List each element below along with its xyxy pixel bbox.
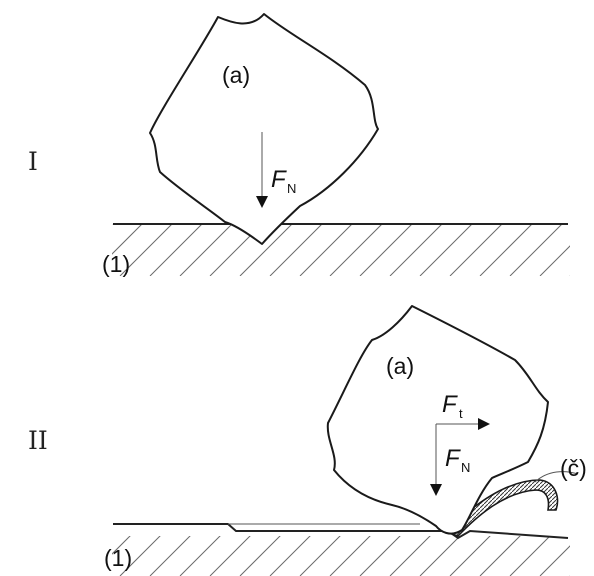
- stage-one-base-label: (1): [102, 251, 130, 277]
- stage-two-hatch-line: [149, 536, 191, 576]
- stage-two-tangential-force-label: F t: [442, 391, 463, 421]
- stage-two-hatch-line: [119, 536, 161, 576]
- stage-two-hatch-line: [509, 536, 551, 576]
- stage-two-hatch-line: [299, 536, 341, 576]
- stage-one-grain-label: (a): [222, 62, 250, 88]
- stage-two-normal-force-arrowhead: [430, 484, 442, 496]
- stage-one-hatch-line: [119, 224, 173, 276]
- stage-one-hatch-line: [359, 224, 413, 276]
- stage-two-tangential-force-subscript: t: [459, 406, 463, 421]
- stage-two-tangential-force-arrowhead: [478, 418, 490, 430]
- stage-two-base-label: (1): [104, 545, 132, 571]
- stage-one-material-hatching: [112, 224, 570, 276]
- stage-two-hatch-line: [179, 536, 221, 576]
- stage-one-hatch-line: [329, 224, 383, 276]
- stage-two-hatch-line: [389, 536, 431, 576]
- stage-two-hatch-line: [329, 536, 371, 576]
- stage-two-hatch-line: [112, 536, 131, 555]
- stage-two-hatch-line: [569, 575, 570, 576]
- stage-one-hatch-line: [389, 224, 443, 276]
- stage-one-hatch-line: [449, 224, 503, 276]
- stage-two-tangential-force-symbol: F: [442, 391, 458, 418]
- stage-one-hatch-line: [299, 224, 353, 276]
- stage-one-normal-force-symbol: F: [271, 166, 287, 193]
- stage-one-hatch-line: [269, 224, 323, 276]
- stage-two-hatch-line: [269, 536, 311, 576]
- stage-one-numeral: I: [28, 147, 38, 176]
- stage-one-hatch-line: [149, 224, 203, 276]
- stage-two-chip-label: (č): [560, 455, 587, 481]
- stage-one-hatch-line: [509, 224, 563, 276]
- stage-one-abrasive-grain: [149, 13, 379, 245]
- stage-two-normal-force-label: F N: [445, 445, 470, 475]
- stage-one-hatch-line: [479, 224, 533, 276]
- stage-one-hatch-line: [239, 224, 293, 276]
- stage-two-hatch-line: [239, 536, 281, 576]
- stage-one: I (a) F N (1): [28, 13, 570, 277]
- stage-one-normal-force-arrowhead: [256, 196, 268, 208]
- stage-one-hatch-line: [419, 224, 473, 276]
- stage-two-chip-leader: [534, 471, 579, 483]
- stage-two-normal-force-symbol: F: [445, 445, 461, 472]
- stage-two-normal-force-subscript: N: [461, 460, 470, 475]
- stage-two-hatch-line: [359, 536, 401, 576]
- stage-two-hatch-line: [539, 545, 570, 576]
- stage-two-numeral: II: [28, 426, 48, 455]
- stage-two-grain-label: (a): [386, 353, 414, 379]
- stage-two-hatch-line: [479, 536, 521, 576]
- stage-two-hatch-line: [60, 531, 105, 576]
- stage-two-hatch-line: [449, 536, 491, 576]
- stage-two-abrasive-grain: [326, 305, 549, 535]
- stage-two-material-hatching: [60, 531, 570, 576]
- stage-two-surface-line: [113, 523, 569, 540]
- stage-one-hatch-line: [569, 275, 570, 276]
- stage-two: II (a) F t F N (č) (1): [28, 305, 587, 576]
- stage-two-hatch-line: [209, 536, 251, 576]
- stage-one-normal-force-label: F N: [271, 166, 296, 196]
- stage-one-normal-force-subscript: N: [287, 181, 296, 196]
- stage-one-hatch-line: [112, 224, 143, 255]
- stage-one-hatch-line: [179, 224, 233, 276]
- stage-one-hatch-line: [539, 245, 570, 276]
